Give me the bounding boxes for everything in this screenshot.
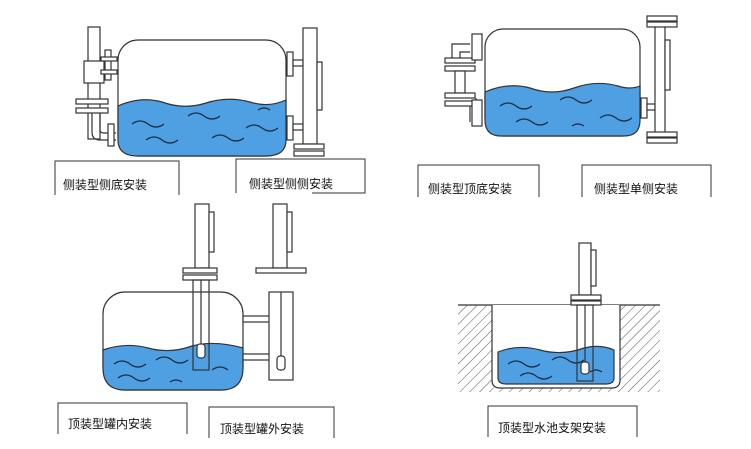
label-top-out-tank: 顶装型罐外安装: [220, 422, 305, 436]
water-pool: [497, 345, 615, 385]
label-box-side-bottom: [54, 160, 180, 195]
label-side-bottom: 侧装型侧底安装: [63, 178, 148, 192]
diagram-side-mounting-left: [75, 26, 325, 157]
label-box-side-side: [235, 158, 366, 194]
diagram-pool-bracket: [458, 242, 660, 392]
label-box-out-tank: [208, 406, 335, 438]
label-pool-bracket: 顶装型水池支架安装: [498, 421, 607, 435]
label-top-in-tank: 顶装型罐内安装: [68, 417, 153, 431]
label-side-single: 侧装型单侧安装: [594, 182, 679, 196]
diagram-side-mounting-right: [444, 15, 678, 144]
label-side-top-bottom: 侧装型顶底安装: [428, 182, 513, 196]
water-top-in-tank: [102, 342, 244, 391]
water-left-tank: [117, 98, 287, 157]
right-gauge-column: [302, 27, 318, 145]
water-right-tank: [484, 82, 641, 137]
diagram-top-mounting: [102, 203, 307, 391]
label-box-pool: [487, 405, 638, 437]
label-box-single: [581, 164, 712, 197]
right-gauge-column-2: [654, 25, 666, 135]
label-box-top-bottom: [417, 164, 540, 197]
label-box-in-tank: [57, 402, 188, 434]
pool-walls: [458, 305, 660, 392]
label-side-side: 侧装型侧侧安装: [249, 177, 334, 191]
